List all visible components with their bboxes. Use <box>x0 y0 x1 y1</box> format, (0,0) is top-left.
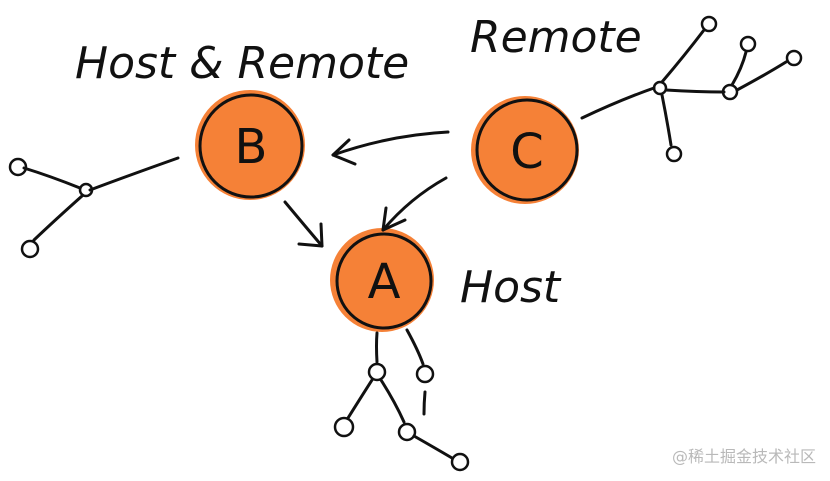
node-b-outline <box>198 93 304 199</box>
label-host-and-remote: Host & Remote <box>75 38 409 89</box>
tree-a-link-tick <box>422 390 427 416</box>
arrow-b-to-a-head <box>297 222 324 248</box>
tree-c-leaf-top <box>700 15 718 33</box>
node-a: A <box>330 228 434 332</box>
tree-a-link-bottom-right <box>379 378 406 424</box>
arrow-c-to-a-line <box>381 176 448 232</box>
node-a-letter: A <box>368 254 401 310</box>
arrow-b-to-a <box>283 200 324 248</box>
tree-a-leaf-final <box>450 452 470 472</box>
tree-c-link-sub-top <box>730 50 748 87</box>
node-a-fill <box>330 228 434 332</box>
tree-c-link-bottom <box>660 93 673 147</box>
tree-b <box>8 156 180 259</box>
tree-c-link-right <box>664 88 726 94</box>
tree-c-leaf-sub-right <box>785 49 803 67</box>
node-c: C <box>471 96 579 204</box>
tree-b-link-main <box>88 156 180 192</box>
tree-b-leaf-lower <box>20 239 40 259</box>
tree-a-link-right <box>405 328 425 366</box>
tree-a-link-bottom-left <box>346 378 374 420</box>
tree-a-leaf-bottom-left <box>333 416 355 438</box>
label-remote: Remote <box>470 12 642 63</box>
arrow-c-to-b-line <box>331 130 450 157</box>
node-b-fill <box>195 90 305 200</box>
node-b: B <box>195 90 305 200</box>
node-a-outline <box>335 232 433 330</box>
tree-b-link-upper <box>22 166 82 190</box>
tree-c-link-main <box>580 86 656 120</box>
tree-c-link-top <box>660 28 706 84</box>
arrow-c-to-b-head <box>331 138 357 166</box>
arrow-c-to-a <box>381 176 448 232</box>
tree-a <box>333 328 470 472</box>
tree-a-sub-hub <box>397 422 417 442</box>
tree-a-leaf-right <box>415 364 435 384</box>
arrow-c-to-b <box>331 130 450 166</box>
arrow-b-to-a-line <box>283 200 324 248</box>
node-c-fill <box>471 96 579 204</box>
node-c-letter: C <box>510 124 544 180</box>
tree-c-leaf-bottom <box>665 145 683 163</box>
tree-a-link-left <box>375 331 379 364</box>
tree-a-hub-left <box>367 362 387 382</box>
tree-b-link-lower <box>32 194 84 242</box>
tree-c-link-sub-right <box>735 60 788 92</box>
tree-a-link-final <box>412 434 454 460</box>
tree-c-hub-node <box>652 80 668 96</box>
arrow-c-to-a-head <box>381 206 407 232</box>
node-c-outline <box>475 98 579 202</box>
tree-b-hub-node <box>78 182 94 198</box>
node-b-letter: B <box>235 119 268 175</box>
tree-c <box>580 15 803 163</box>
tree-b-leaf-upper <box>8 157 28 177</box>
label-host: Host <box>460 262 562 313</box>
tree-c-leaf-sub-top <box>739 35 757 53</box>
watermark: @稀土掘金技术社区 <box>671 447 816 466</box>
tree-c-sub-hub-node <box>721 83 739 101</box>
